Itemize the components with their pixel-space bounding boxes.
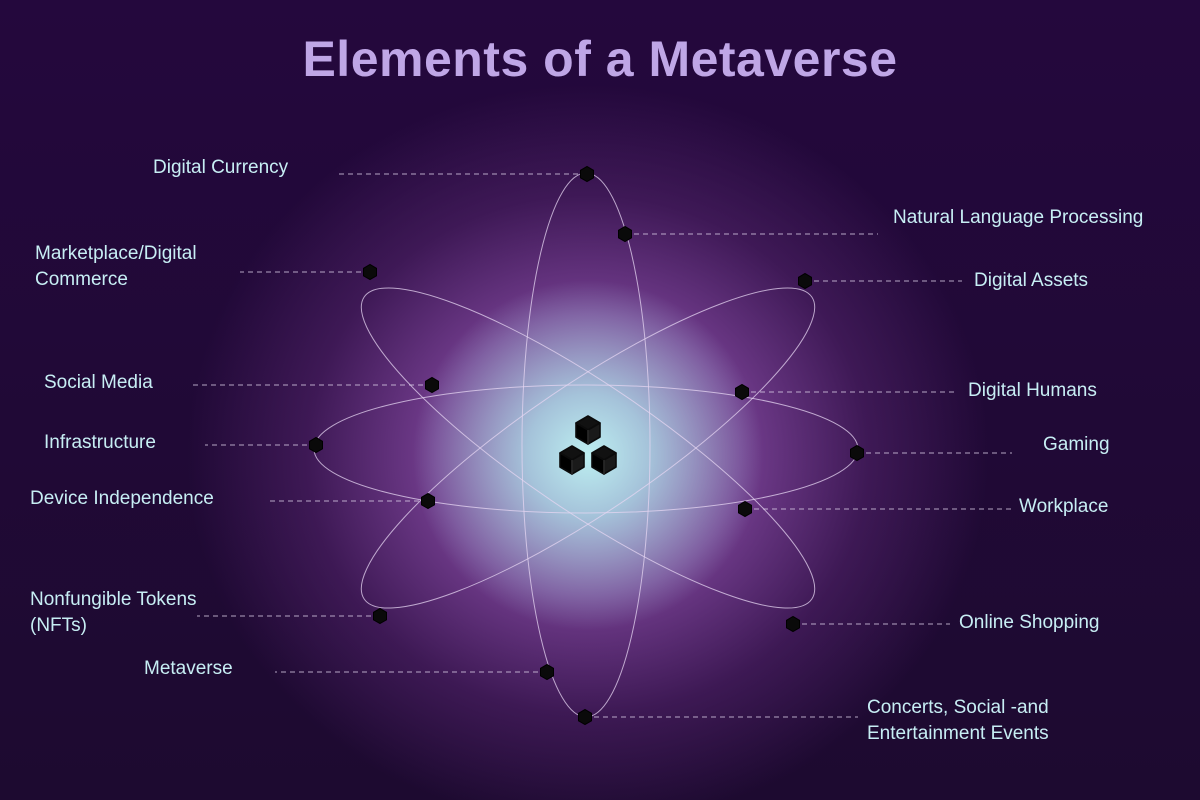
node-hexagon bbox=[786, 615, 800, 633]
element-label: Marketplace/Digital Commerce bbox=[35, 243, 197, 290]
element-label: Social Media bbox=[44, 372, 153, 393]
element-label: Concerts, Social -and Entertainment Even… bbox=[867, 697, 1049, 744]
element-label: Workplace bbox=[1019, 496, 1109, 517]
node-hexagon bbox=[425, 376, 439, 394]
element-label: Digital Currency bbox=[153, 157, 289, 178]
page-title: Elements of a Metaverse bbox=[302, 31, 898, 87]
orbit-diagonal-b bbox=[360, 287, 816, 609]
node-hexagon bbox=[540, 663, 554, 681]
element-label: Natural Language Processing bbox=[893, 207, 1144, 228]
element-label: Infrastructure bbox=[44, 432, 156, 453]
element-label: Gaming bbox=[1043, 434, 1110, 455]
orbit-diagonal-a bbox=[360, 287, 816, 609]
element-label: Nonfungible Tokens (NFTs) bbox=[30, 589, 197, 636]
node-hexagon bbox=[738, 500, 752, 518]
node-hexagon bbox=[735, 383, 749, 401]
element-label: Device Independence bbox=[30, 488, 214, 509]
node-hexagon bbox=[618, 225, 632, 243]
cubes-icon bbox=[559, 415, 617, 475]
node-hexagon bbox=[798, 272, 812, 290]
node-hexagon bbox=[421, 492, 435, 510]
element-label: Online Shopping bbox=[959, 612, 1100, 633]
element-label: Digital Humans bbox=[968, 380, 1097, 401]
node-hexagon bbox=[850, 444, 864, 462]
element-label: Digital Assets bbox=[974, 270, 1089, 291]
node-hexagon bbox=[363, 263, 377, 281]
node-hexagon bbox=[580, 165, 594, 183]
node-hexagon bbox=[373, 607, 387, 625]
node-hexagon bbox=[578, 708, 592, 726]
element-label: Metaverse bbox=[144, 658, 233, 679]
node-hexagon bbox=[309, 436, 323, 454]
